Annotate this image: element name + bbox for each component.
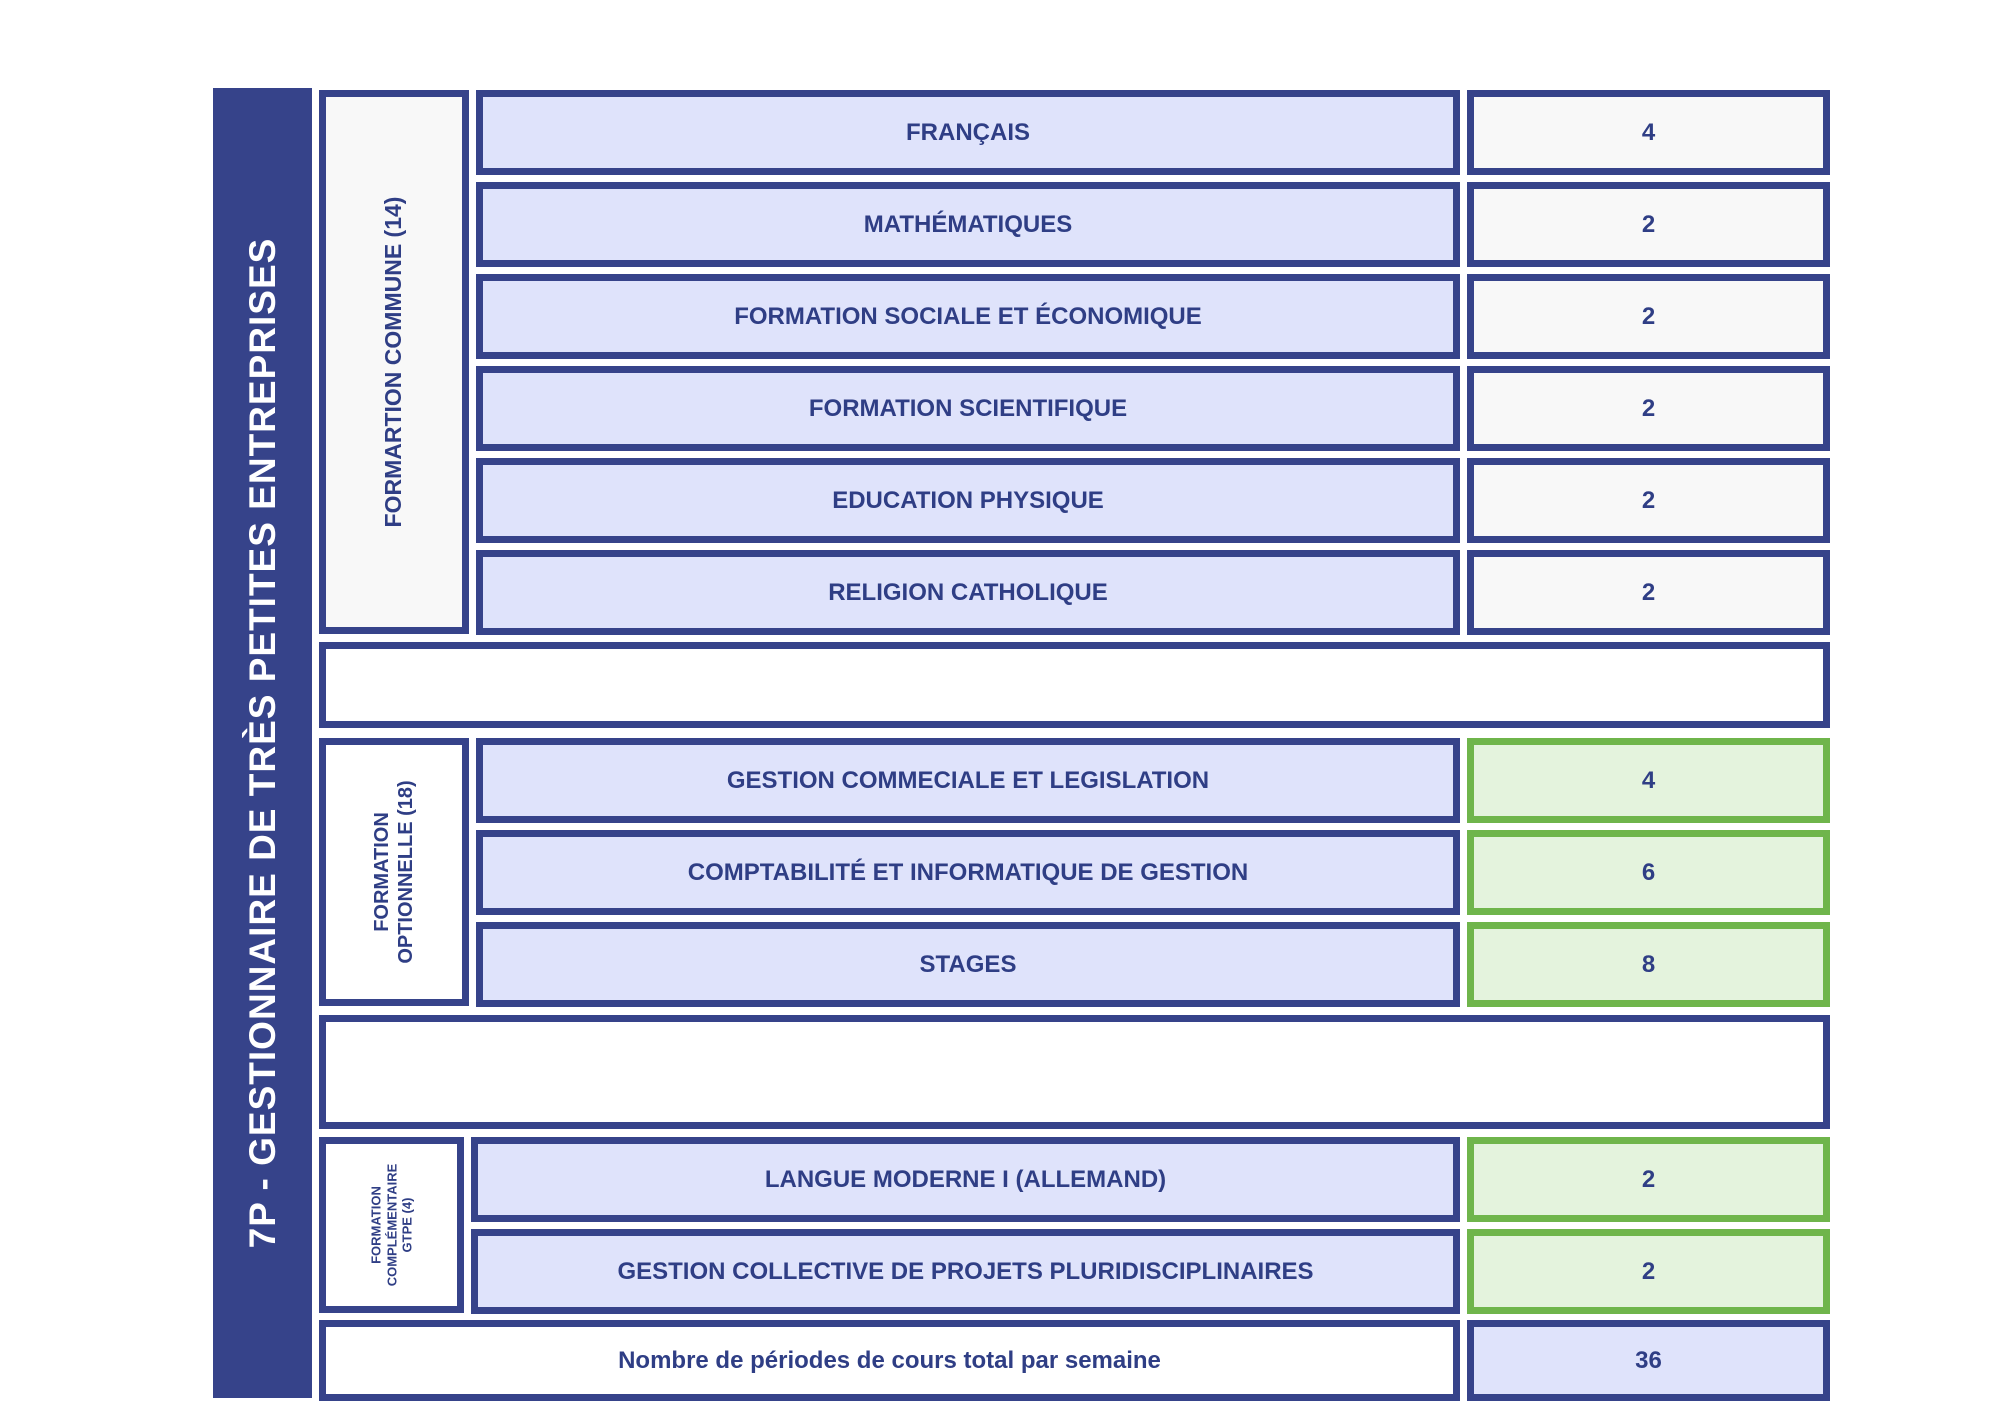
subject-langue-moderne: LANGUE MODERNE I (ALLEMAND) <box>471 1137 1460 1222</box>
group-label-complementaire-line3: GTPE (4) <box>399 1197 415 1253</box>
total-value: 36 <box>1467 1320 1830 1401</box>
group-label-complementaire-text: FORMATION COMPLÉMENTAIRE GTPE (4) <box>368 1164 415 1287</box>
subject-comptabilite: COMPTABILITÉ ET INFORMATIQUE DE GESTION <box>476 830 1460 915</box>
group-label-commune-text: FORMARTION COMMUNE (14) <box>380 196 407 528</box>
subject-mathematiques: MATHÉMATIQUES <box>476 182 1460 267</box>
title-bar: 7P - GESTIONNAIRE DE TRÈS PETITES ENTREP… <box>213 88 312 1398</box>
hours-francais: 4 <box>1467 90 1830 175</box>
subject-stages: STAGES <box>476 922 1460 1007</box>
hours-formation-sociale: 2 <box>1467 274 1830 359</box>
group-label-complementaire-line1: FORMATION <box>368 1186 384 1264</box>
total-label: Nombre de périodes de cours total par se… <box>319 1320 1460 1401</box>
group-label-optionnelle: FORMATION OPTIONNELLE (18) <box>319 738 469 1006</box>
hours-formation-scientifique: 2 <box>1467 366 1830 451</box>
group-label-complementaire: FORMATION COMPLÉMENTAIRE GTPE (4) <box>319 1137 464 1313</box>
hours-mathematiques: 2 <box>1467 182 1830 267</box>
hours-stages: 8 <box>1467 922 1830 1007</box>
group-label-complementaire-line2: COMPLÉMENTAIRE <box>383 1163 399 1287</box>
hours-langue-moderne: 2 <box>1467 1137 1830 1222</box>
hours-gestion-commerciale: 4 <box>1467 738 1830 823</box>
group-label-optionnelle-line2: OPTIONNELLE (18) <box>395 780 417 964</box>
subject-gestion-commerciale: GESTION COMMECIALE ET LEGISLATION <box>476 738 1460 823</box>
group-label-optionnelle-line1: FORMATION <box>371 812 393 932</box>
subject-formation-scientifique: FORMATION SCIENTIFIQUE <box>476 366 1460 451</box>
spacer-row-2 <box>319 1015 1830 1129</box>
hours-education-physique: 2 <box>1467 458 1830 543</box>
page-title: 7P - GESTIONNAIRE DE TRÈS PETITES ENTREP… <box>241 237 283 1249</box>
hours-comptabilite: 6 <box>1467 830 1830 915</box>
subject-formation-sociale: FORMATION SOCIALE ET ÉCONOMIQUE <box>476 274 1460 359</box>
group-label-optionnelle-text: FORMATION OPTIONNELLE (18) <box>370 780 418 963</box>
subject-francais: FRANÇAIS <box>476 90 1460 175</box>
group-label-commune: FORMARTION COMMUNE (14) <box>319 90 469 634</box>
hours-gestion-collective: 2 <box>1467 1229 1830 1314</box>
subject-religion: RELIGION CATHOLIQUE <box>476 550 1460 635</box>
hours-religion: 2 <box>1467 550 1830 635</box>
spacer-row-1 <box>319 642 1830 728</box>
subject-gestion-collective: GESTION COLLECTIVE DE PROJETS PLURIDISCI… <box>471 1229 1460 1314</box>
subject-education-physique: EDUCATION PHYSIQUE <box>476 458 1460 543</box>
